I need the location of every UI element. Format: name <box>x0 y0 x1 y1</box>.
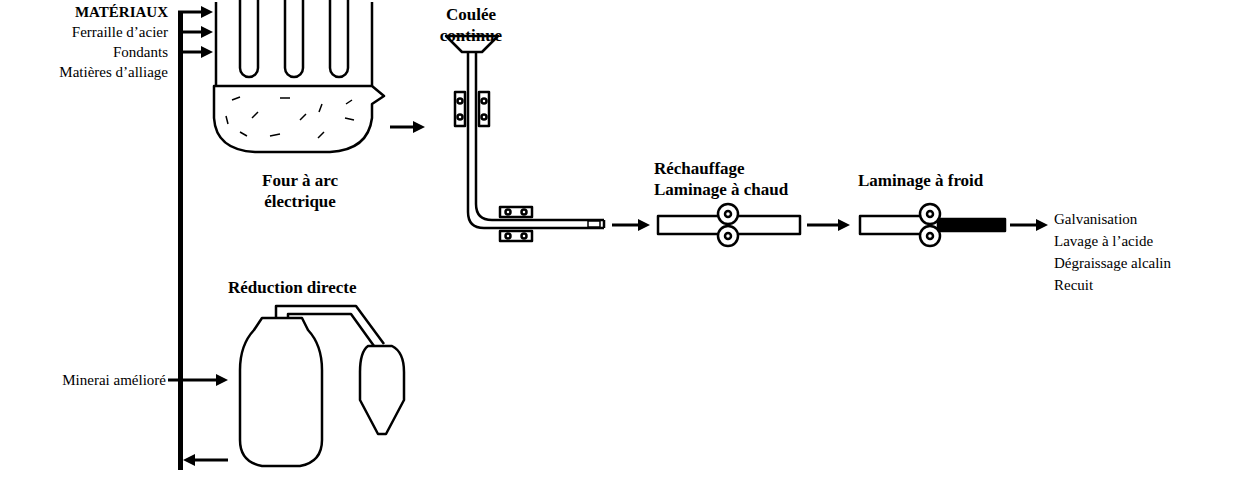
process-stage: Réduction directe <box>228 275 408 472</box>
flow-arrow-line <box>390 126 417 129</box>
roll-axis <box>725 233 731 239</box>
roll <box>718 204 738 224</box>
stage-label-group: Réchauffage Laminage à chaud <box>654 158 804 200</box>
strip <box>860 216 930 234</box>
flow-arrow <box>1010 225 1040 226</box>
flow-arrow-line <box>1010 224 1040 227</box>
flow-arrow-line <box>191 459 228 462</box>
flow-arrow-line <box>612 224 642 227</box>
roll <box>920 226 940 246</box>
stage-label-group: GalvanisationLavage à l’acideDégraissage… <box>1054 208 1224 296</box>
roller <box>506 234 511 239</box>
stage-label: MATÉRIAUX <box>8 2 168 22</box>
roller <box>482 99 487 104</box>
electrode <box>330 0 348 77</box>
stage-label: Matières d’alliage <box>8 62 168 82</box>
roller-stand <box>479 92 489 126</box>
process-stage: Laminage à froid <box>850 160 1010 200</box>
process-stage: MATÉRIAUXFerraille d’acierFondantsMatièr… <box>8 2 183 472</box>
strand <box>468 52 604 228</box>
roller <box>458 99 463 104</box>
stage-label-group: Four à arc électrique <box>235 170 365 212</box>
rolled-strip <box>938 219 1005 231</box>
stage-label: Réduction directe <box>228 277 398 298</box>
flow-arrow-line <box>183 51 205 54</box>
scrap-charge <box>226 97 354 138</box>
roller-stand <box>500 231 532 241</box>
flow-arrow <box>807 225 842 226</box>
stage-label: Laminage à froid <box>858 170 1008 191</box>
flow-arrow-line <box>183 11 205 14</box>
continuous-caster <box>446 36 604 241</box>
flow-arrow <box>183 12 205 52</box>
stage-label: Galvanisation <box>1054 208 1224 230</box>
arc-furnace <box>214 0 384 152</box>
flow-arrow <box>390 127 417 128</box>
roller-stand <box>500 207 532 217</box>
process-stage: Four à arc électrique <box>213 2 390 220</box>
cold-rolling-mill <box>860 204 1005 246</box>
stage-label: Fondants <box>8 42 168 62</box>
electrode <box>285 0 303 77</box>
process-stage: Réchauffage Laminage à chaud <box>650 152 807 204</box>
process-stage: GalvanisationLavage à l’acideDégraissage… <box>1048 208 1228 298</box>
stage-label: Dégraissage alcalin <box>1054 252 1224 274</box>
stage-label: Recuit <box>1054 274 1224 296</box>
roller <box>482 115 487 120</box>
roller <box>522 210 527 215</box>
stage-label: Minerai amélioré <box>40 370 166 390</box>
flow-arrow-line <box>168 379 220 382</box>
feed-bar <box>178 11 183 471</box>
process-stage: Coulée continue <box>425 2 612 242</box>
flow-arrow <box>191 460 228 461</box>
stage-label-group: Minerai amélioré <box>40 370 166 390</box>
roll-axis <box>725 211 731 217</box>
roller <box>522 234 527 239</box>
stage-label-group: Laminage à froid <box>858 170 1008 191</box>
roller <box>506 210 511 215</box>
flow-arrow <box>612 225 642 226</box>
furnace-bowl <box>214 86 384 152</box>
stage-label: Ferraille d’acier <box>8 22 168 42</box>
stage-label-group: Réduction directe <box>228 277 398 298</box>
direct-reduction-plant <box>240 306 404 466</box>
roll-axis <box>927 233 933 239</box>
stage-label: Lavage à l’acide <box>1054 230 1224 252</box>
shaft-furnace <box>240 318 322 466</box>
roll-axis <box>927 211 933 217</box>
process-stage: Minerai amélioré <box>40 370 168 392</box>
roll <box>718 226 738 246</box>
roll <box>920 204 940 224</box>
flow-arrow-line <box>183 31 205 34</box>
stage-label: Coulée continue <box>425 4 517 46</box>
flow-arrow <box>168 380 220 381</box>
hot-rolling-mill <box>658 204 800 246</box>
stage-label: Four à arc électrique <box>235 170 365 212</box>
cyclone <box>360 346 404 434</box>
stage-label: Réchauffage Laminage à chaud <box>654 158 804 200</box>
stage-label-group: Coulée continue <box>425 4 517 46</box>
roller <box>458 115 463 120</box>
electrode <box>240 0 258 77</box>
roller-stand <box>455 92 465 126</box>
stage-label-group: MATÉRIAUXFerraille d’acierFondantsMatièr… <box>8 2 168 82</box>
cut-slab <box>588 221 600 227</box>
flow-arrow-line <box>807 224 842 227</box>
